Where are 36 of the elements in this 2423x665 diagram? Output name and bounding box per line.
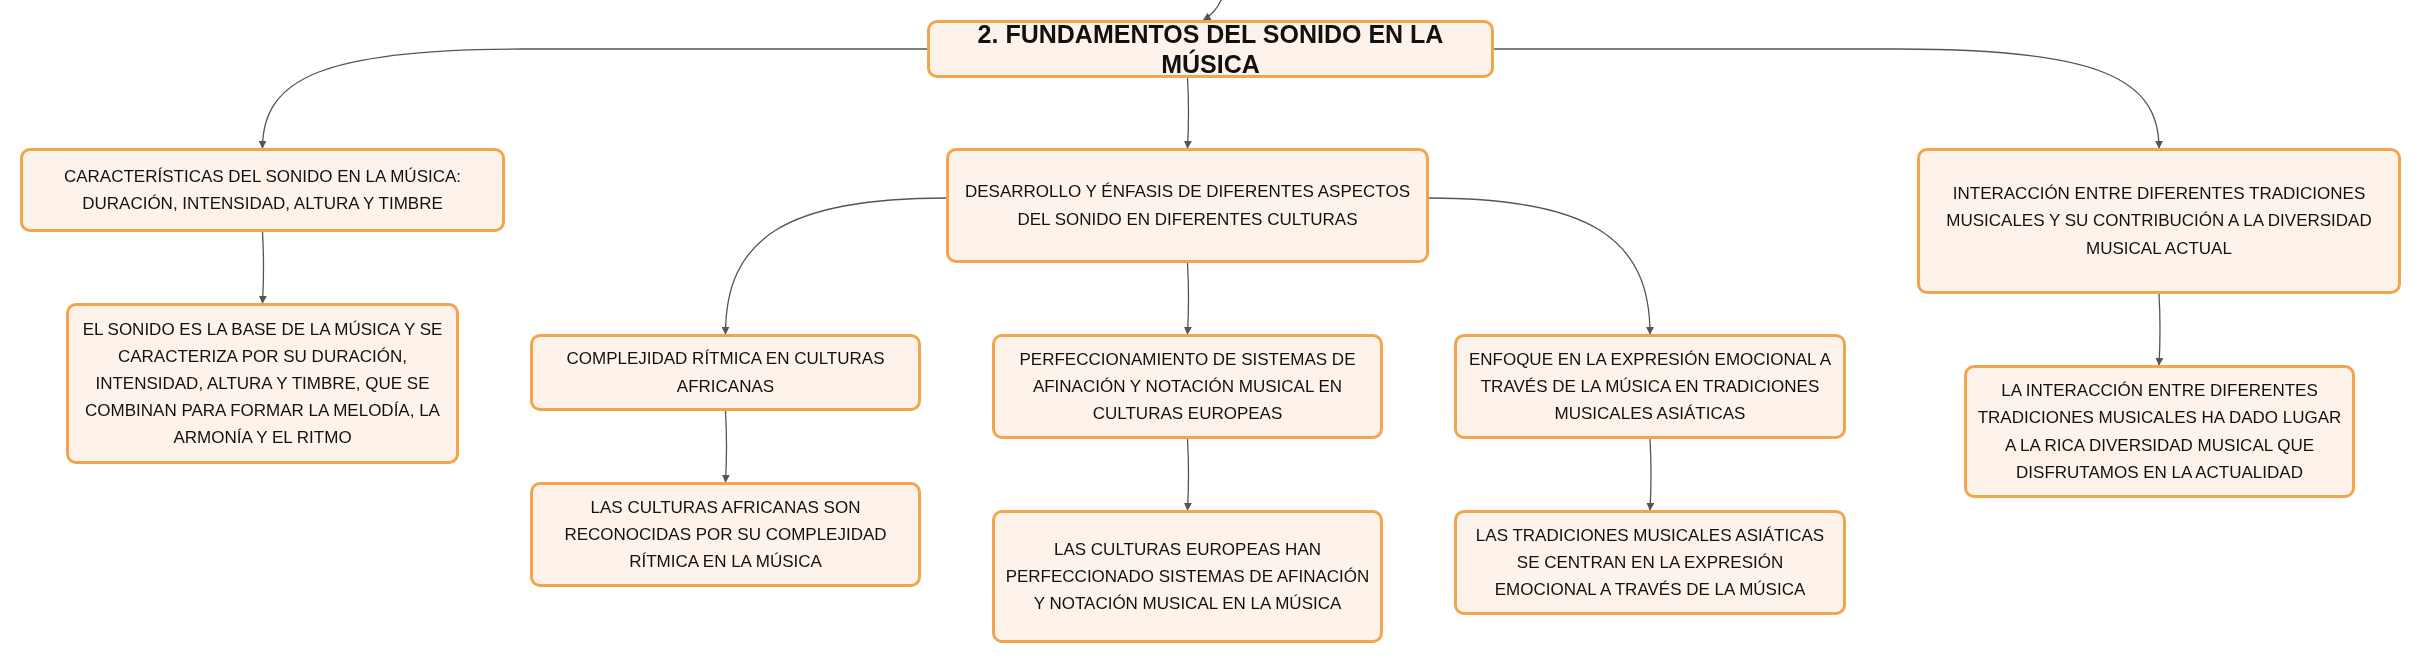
topic-box xyxy=(1454,510,1846,615)
topic-text: LA INTERACCIÓN ENTRE DIFERENTES TRADICIONES MUSICALES HA DADO LUGAR A LA RICA DIVERSIDAD MUSICAL QUE DISFRUTAMOS EN LA ACTUALIDAD xyxy=(1976,380,2343,484)
connector-arrow xyxy=(2155,293,2164,366)
connector-arrow xyxy=(1428,197,1654,335)
connector-arrow xyxy=(1183,77,1192,149)
topic-box xyxy=(992,510,1383,643)
topic-text: COMPLEJIDAD RÍTMICA EN CULTURAS AFRICANAS xyxy=(565,348,886,398)
connector-arrow xyxy=(1183,262,1192,335)
topic-text: LAS CULTURAS EUROPEAS HAN PERFECCIONADO SISTEMAS DE AFINACIÓN Y NOTACIÓN MUSICAL EN LA MÚSICA xyxy=(1004,538,1371,616)
topic-box xyxy=(1964,365,2355,498)
topic-box xyxy=(20,148,505,232)
connector-arrow xyxy=(1646,438,1655,511)
central-topic-text: 2. FUNDAMENTOS DEL SONIDO EN LA MÚSICA xyxy=(976,19,1445,79)
topic-text: ENFOQUE EN LA EXPRESIÓN EMOCIONAL A TRAVÉS DE LA MÚSICA EN TRADICIONES MUSICALES ASIÁTICAS xyxy=(1467,348,1833,426)
connector-arrow xyxy=(258,231,267,304)
connector-arrow xyxy=(1202,0,1223,21)
topic-box xyxy=(530,482,921,587)
connector-arrow xyxy=(721,410,730,483)
topic-box xyxy=(66,303,459,464)
topic-box xyxy=(1917,148,2401,294)
topic-box xyxy=(946,148,1429,263)
connector-arrow xyxy=(259,48,928,149)
topic-text: PERFECCIONAMIENTO DE SISTEMAS DE AFINACIÓN Y NOTACIÓN MUSICAL EN CULTURAS EUROPEAS xyxy=(1018,348,1357,426)
topic-text: LAS CULTURAS AFRICANAS SON RECONOCIDAS POR SU COMPLEJIDAD RÍTMICA EN LA MÚSICA xyxy=(563,496,888,574)
topic-box xyxy=(1454,334,1846,439)
central-topic-box xyxy=(927,20,1494,78)
connector-arrow xyxy=(1493,48,2163,149)
topic-box xyxy=(530,334,921,411)
topic-box xyxy=(992,334,1383,439)
topic-text: LAS TRADICIONES MUSICALES ASIÁTICAS SE CENTRAN EN LA EXPRESIÓN EMOCIONAL A TRAVÉS DE LA MÚSICA xyxy=(1474,524,1826,602)
topic-text: CARACTERÍSTICAS DEL SONIDO EN LA MÚSICA: DURACIÓN, INTENSIDAD, ALTURA Y TIMBRE xyxy=(62,165,463,215)
topic-text: DESARROLLO Y ÉNFASIS DE DIFERENTES ASPECTOS DEL SONIDO EN DIFERENTES CULTURAS xyxy=(964,181,1411,231)
connector-arrow xyxy=(1183,438,1192,511)
topic-text: INTERACCIÓN ENTRE DIFERENTES TRADICIONES MUSICALES Y SU CONTRIBUCIÓN A LA DIVERSIDAD MUSICAL ACTUAL xyxy=(1945,183,2373,260)
topic-text: EL SONIDO ES LA BASE DE LA MÚSICA Y SE CARACTERIZA POR SU DURACIÓN, INTENSIDAD, ALTURA Y TIMBRE, QUE SE COMBINAN PARA FORMAR LA MELODÍA, LA ARMONÍA Y EL RITMO xyxy=(81,318,444,450)
connector-arrow xyxy=(721,197,947,335)
